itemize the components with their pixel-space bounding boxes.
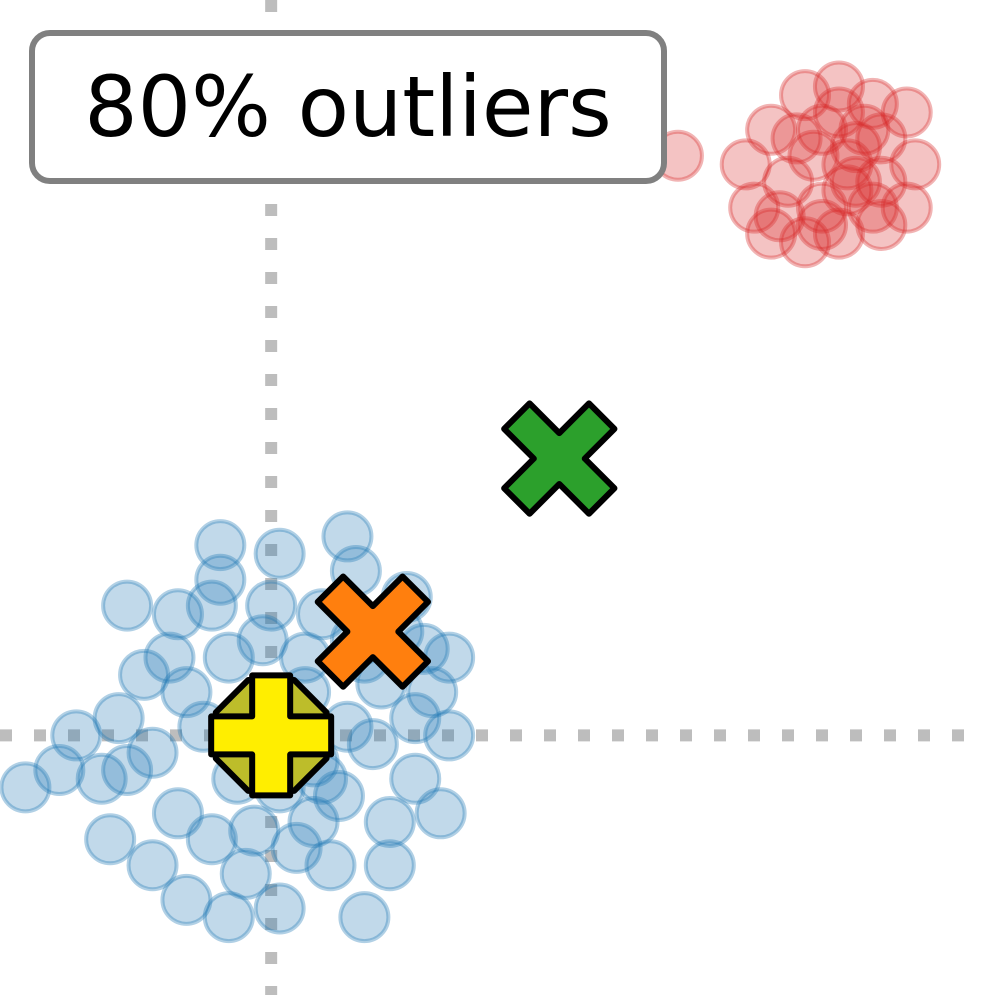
- data-point: [846, 181, 899, 234]
- centroid-x-marker: [314, 573, 432, 690]
- data-point: [236, 614, 289, 667]
- data-point: [770, 112, 823, 165]
- data-point: [253, 527, 306, 580]
- data-point: [779, 216, 832, 269]
- data-point: [423, 709, 476, 762]
- data-point: [253, 882, 306, 935]
- data-point: [880, 86, 933, 139]
- data-point: [753, 190, 806, 243]
- data-point: [33, 744, 86, 797]
- data-point: [889, 138, 942, 191]
- data-point: [795, 103, 848, 156]
- data-point: [787, 129, 840, 182]
- data-point: [194, 553, 247, 606]
- data-point: [160, 873, 213, 926]
- data-point: [160, 666, 213, 719]
- data-point: [855, 198, 908, 251]
- data-point: [304, 839, 357, 892]
- data-point: [414, 787, 467, 840]
- data-point: [745, 207, 798, 260]
- data-point: [795, 181, 848, 234]
- data-point: [151, 588, 204, 641]
- annotation-frame: [29, 30, 667, 184]
- data-point: [75, 752, 128, 805]
- annotation-box: 80% outliers: [29, 30, 667, 184]
- data-point: [185, 579, 238, 632]
- data-point: [762, 155, 815, 208]
- data-point: [118, 648, 171, 701]
- data-point: [846, 77, 899, 130]
- data-point: [245, 579, 298, 632]
- data-point: [202, 891, 255, 944]
- data-point: [389, 692, 442, 745]
- data-point: [101, 744, 154, 797]
- data-point: [312, 770, 365, 822]
- data-point: [821, 164, 874, 217]
- data-point: [363, 795, 416, 848]
- data-point: [363, 839, 416, 892]
- data-point: [795, 198, 848, 251]
- data-point: [855, 155, 908, 208]
- data-point: [821, 138, 874, 191]
- data-point: [812, 60, 865, 113]
- data-point: [812, 86, 865, 139]
- data-point: [228, 804, 281, 857]
- data-point: [338, 891, 391, 944]
- points-layer: [0, 60, 942, 944]
- data-point: [423, 631, 476, 684]
- centroid-x-marker: [501, 400, 618, 517]
- data-point: [50, 709, 103, 762]
- data-point: [219, 847, 272, 900]
- median-plus-marker: [208, 672, 335, 799]
- data-point: [728, 181, 781, 234]
- data-point: [346, 718, 399, 771]
- data-point: [270, 821, 323, 874]
- data-point: [0, 761, 52, 814]
- data-point: [126, 726, 179, 779]
- data-point: [143, 631, 196, 684]
- data-point: [194, 519, 247, 572]
- data-point: [101, 579, 154, 632]
- data-point: [829, 155, 882, 208]
- data-point: [92, 692, 145, 745]
- median-marker-plus: [208, 672, 335, 799]
- data-point: [389, 752, 442, 805]
- data-point: [287, 795, 340, 848]
- data-point: [855, 112, 908, 165]
- data-point: [406, 666, 459, 719]
- data-point: [829, 121, 882, 174]
- data-point: [745, 103, 798, 156]
- data-point: [202, 631, 255, 684]
- data-point: [880, 181, 933, 234]
- data-point: [838, 103, 891, 156]
- data-point: [779, 69, 832, 122]
- data-point: [185, 813, 238, 866]
- data-point: [84, 813, 137, 866]
- data-point: [812, 207, 865, 260]
- annotation-label: 80% outliers: [84, 58, 612, 156]
- data-point: [719, 138, 772, 191]
- data-point: [321, 510, 374, 563]
- data-point: [126, 839, 179, 892]
- data-point: [151, 787, 204, 840]
